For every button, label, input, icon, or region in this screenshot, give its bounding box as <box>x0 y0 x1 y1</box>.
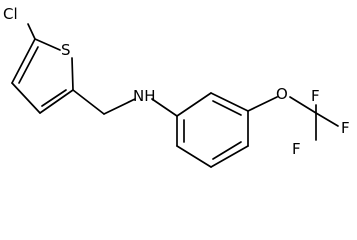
bond-c4-c5-inner <box>18 46 39 84</box>
bond-c5-s <box>34 38 61 51</box>
bond-ch2-n <box>103 98 136 115</box>
benzene-ring <box>176 92 249 168</box>
bond-c-f-right <box>315 112 339 127</box>
bond-c4-c5 <box>11 38 36 84</box>
bond-ar-5 <box>176 145 212 168</box>
structure-canvas: Cl S NH O F F F <box>3 5 350 168</box>
atom-label-f-right: F <box>341 119 350 137</box>
bond-ar-inner-b <box>212 141 242 160</box>
bond-c2-ch2 <box>72 89 105 115</box>
bond-c2-c3 <box>39 89 74 114</box>
bond-c3-o <box>247 96 278 112</box>
atom-label-o: O <box>276 85 288 103</box>
atom-label-s: S <box>61 41 71 59</box>
bond-n-c1 <box>151 98 178 117</box>
bond-c2-c3-inner <box>41 89 67 107</box>
bond-c5-cl <box>27 23 36 40</box>
atom-label-f-top: F <box>311 87 320 105</box>
thiophene-ring <box>11 38 74 114</box>
bond-s-c2 <box>71 57 74 91</box>
bond-o-cf3 <box>289 96 317 114</box>
bond-ar-inner-a <box>212 100 242 116</box>
atom-label-cl: Cl <box>3 5 18 23</box>
bond-ar-1 <box>176 92 212 117</box>
atom-label-nh: NH <box>133 87 156 105</box>
bond-ar-4 <box>210 145 249 168</box>
bond-ar-2 <box>210 92 249 112</box>
bond-c3-c4 <box>11 82 41 114</box>
atom-label-f-bottom: F <box>292 140 301 158</box>
molecule-drawing: Cl S NH O F F F <box>3 5 350 168</box>
